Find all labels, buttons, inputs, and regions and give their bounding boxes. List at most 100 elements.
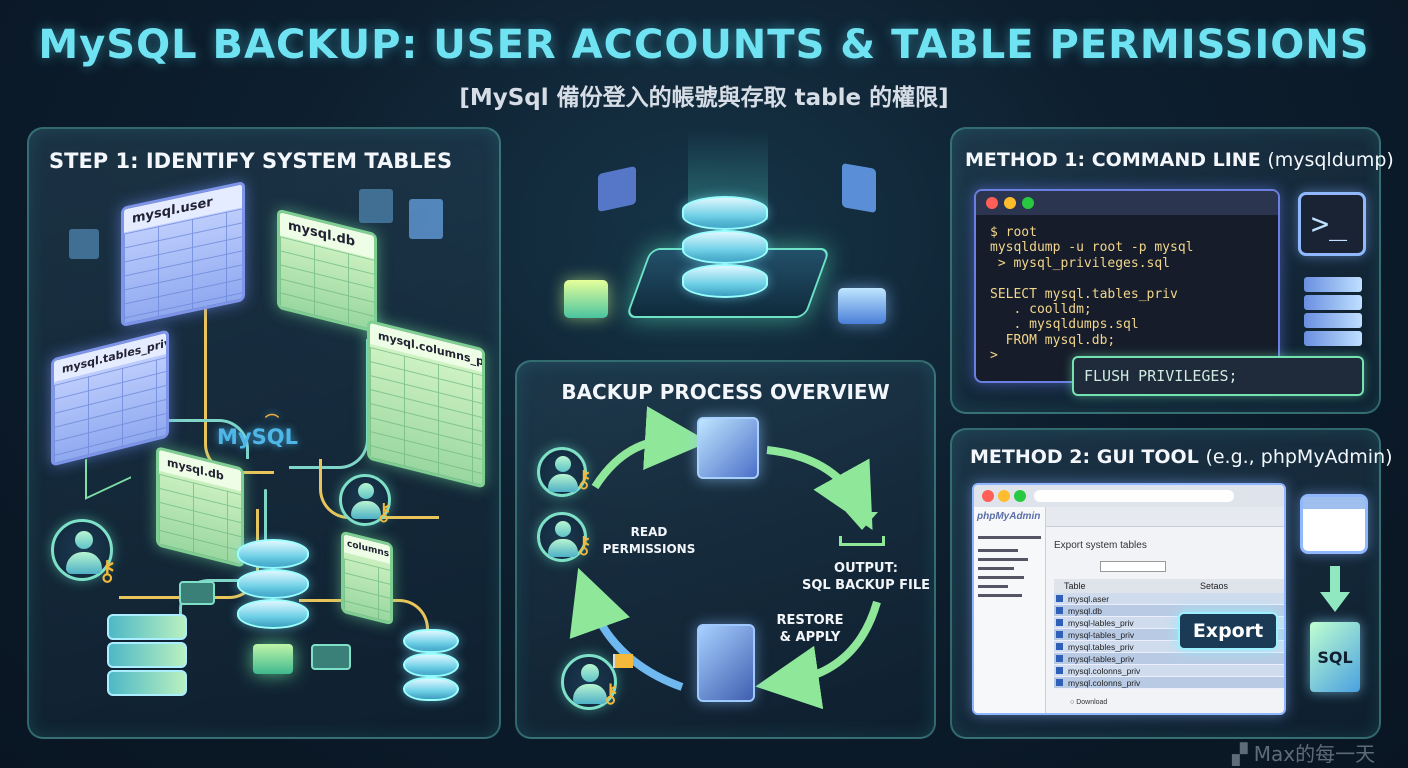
document-icon — [842, 163, 876, 213]
server-icon — [697, 624, 755, 702]
row-checkbox[interactable] — [1056, 631, 1063, 638]
select-dropdown[interactable] — [1100, 561, 1166, 572]
code-line: $ root — [990, 225, 1037, 240]
prompt-glyph: >_ — [1311, 207, 1348, 242]
download-icon — [839, 492, 885, 550]
table-row[interactable]: mysql.colonns_priv — [1054, 677, 1284, 689]
dolphin-icon: ⌒ — [265, 414, 279, 430]
row-checkbox[interactable] — [1056, 679, 1063, 686]
flow-arrow — [591, 406, 709, 490]
server-rack-icon — [1304, 277, 1362, 347]
flag-icon — [613, 654, 633, 668]
database-icon — [237, 539, 309, 635]
row-checkbox[interactable] — [1056, 643, 1063, 650]
key-icon: ⚷ — [375, 499, 393, 526]
address-bar[interactable] — [1034, 490, 1234, 502]
table-name: mysql.colonns_priv — [1068, 678, 1141, 688]
method1-heading-light: (mysqldump) — [1267, 149, 1394, 171]
document-icon — [359, 189, 393, 223]
table-row[interactable]: mysql.colonns_priv — [1054, 665, 1284, 677]
table-card-mysql-columns-priv: mysql.columns_priv — [367, 319, 485, 489]
maximize-dot — [1014, 490, 1026, 502]
row-checkbox[interactable] — [1056, 655, 1063, 662]
user-account-icon — [561, 654, 617, 710]
minimize-dot — [998, 490, 1010, 502]
code-line — [990, 271, 1194, 286]
column-header-status: Setaos — [1200, 581, 1229, 591]
flush-privileges-command: FLUSH PRIVILEGES; — [1072, 356, 1364, 396]
method2-panel: METHOD 2: GUI TOOL (e.g., phpMyAdmin) ph… — [950, 428, 1393, 739]
code-line: . coolldm; — [990, 302, 1092, 318]
code-line: . mysqldumps.sql — [990, 317, 1139, 333]
process-heading: BACKUP PROCESS OVERVIEW — [561, 380, 890, 404]
pma-logo: phpMyAdmin — [977, 511, 1041, 522]
pma-tabs — [1046, 507, 1284, 527]
row-checkbox[interactable] — [1056, 595, 1063, 602]
method2-heading: METHOD 2: GUI TOOL (e.g., phpMyAdmin) — [970, 446, 1393, 468]
central-database-illustration — [520, 130, 930, 345]
method2-heading-bold: METHOD 2: GUI TOOL — [970, 446, 1199, 468]
key-icon: ⚷ — [601, 678, 621, 708]
database-icon — [682, 196, 768, 306]
flow-arrows — [569, 406, 881, 710]
user-account-icon — [51, 519, 113, 581]
mysql-logo-text: MySQL — [217, 425, 298, 449]
output-label: OUTPUT: SQL BACKUP FILE — [801, 561, 931, 593]
method2-heading-light: (e.g., phpMyAdmin) — [1205, 446, 1393, 468]
export-heading: Export system tables — [1054, 540, 1147, 551]
connector-line — [139, 419, 249, 459]
connector-line — [264, 489, 267, 559]
flow-arrow — [766, 446, 873, 530]
flow-arrow — [569, 567, 684, 691]
download-label: Download — [1076, 699, 1108, 706]
watermark-logo-icon: ▞ — [1232, 742, 1254, 766]
terminal-icon: >_ — [1298, 192, 1366, 256]
minimize-dot — [1004, 197, 1016, 209]
export-button[interactable]: Export — [1178, 612, 1278, 650]
flow-arrow — [755, 600, 881, 710]
method1-heading: METHOD 1: COMMAND LINE (mysqldump) — [965, 149, 1394, 171]
watermark: ▞ Max的每一天 — [1232, 738, 1375, 767]
restore-label: RESTORE & APPLY — [776, 613, 844, 645]
chip-icon — [564, 280, 608, 318]
arrow-down-icon — [1320, 566, 1350, 622]
browser-titlebar — [974, 485, 1284, 507]
table-name: mysql.tables_priv — [1068, 642, 1134, 652]
server-stack-icon — [107, 614, 187, 698]
table-header-row: Table Setaos — [1054, 579, 1284, 593]
code-line: mysqldump -u root -p mysql — [990, 240, 1194, 256]
step1-panel: STEP 1: IDENTIFY SYSTEM TABLES mysql.use… — [27, 127, 501, 739]
table-row[interactable]: mysql-tables_priv — [1054, 653, 1284, 665]
key-icon: ⚷ — [575, 466, 593, 493]
chat-bubble-icon — [311, 644, 351, 670]
table-name: mysql.colonns_priv — [1068, 666, 1141, 676]
chip-icon — [838, 288, 886, 324]
sql-file-label: SQL — [1317, 648, 1353, 667]
table-name: mysql-lables_priv — [1068, 618, 1134, 628]
page-subtitle: [MySql 備份登入的帳號與存取 table 的權限] — [459, 85, 949, 111]
browser-window-icon — [1300, 494, 1368, 554]
table-card-columns: columns — [341, 530, 393, 626]
code-line: > mysql_privileges.sql — [990, 255, 1171, 271]
code-line: > — [990, 348, 998, 364]
code-line: SELECT mysql.tables_priv — [990, 286, 1178, 302]
row-checkbox[interactable] — [1056, 607, 1063, 614]
table-name: mysql-tables_priv — [1068, 654, 1135, 664]
method1-heading-bold: METHOD 1: COMMAND LINE — [965, 149, 1261, 171]
user-account-icon — [339, 474, 391, 526]
table-row[interactable]: mysql.aser — [1054, 593, 1284, 605]
maximize-dot — [1022, 197, 1034, 209]
read-permissions-label: READ PERMISSIONS — [602, 525, 696, 556]
method1-panel: METHOD 1: COMMAND LINE (mysqldump) $ roo… — [950, 127, 1394, 414]
row-checkbox[interactable] — [1056, 667, 1063, 674]
download-option[interactable]: ○ Download — [1070, 699, 1108, 706]
user-account-icon — [537, 447, 587, 497]
row-checkbox[interactable] — [1056, 619, 1063, 626]
document-icon — [409, 199, 443, 239]
sql-file-icon: SQL — [1310, 622, 1360, 692]
chip-icon — [253, 644, 293, 674]
document-icon — [598, 165, 636, 213]
table-name: mysql-tables_priv — [1068, 630, 1135, 640]
